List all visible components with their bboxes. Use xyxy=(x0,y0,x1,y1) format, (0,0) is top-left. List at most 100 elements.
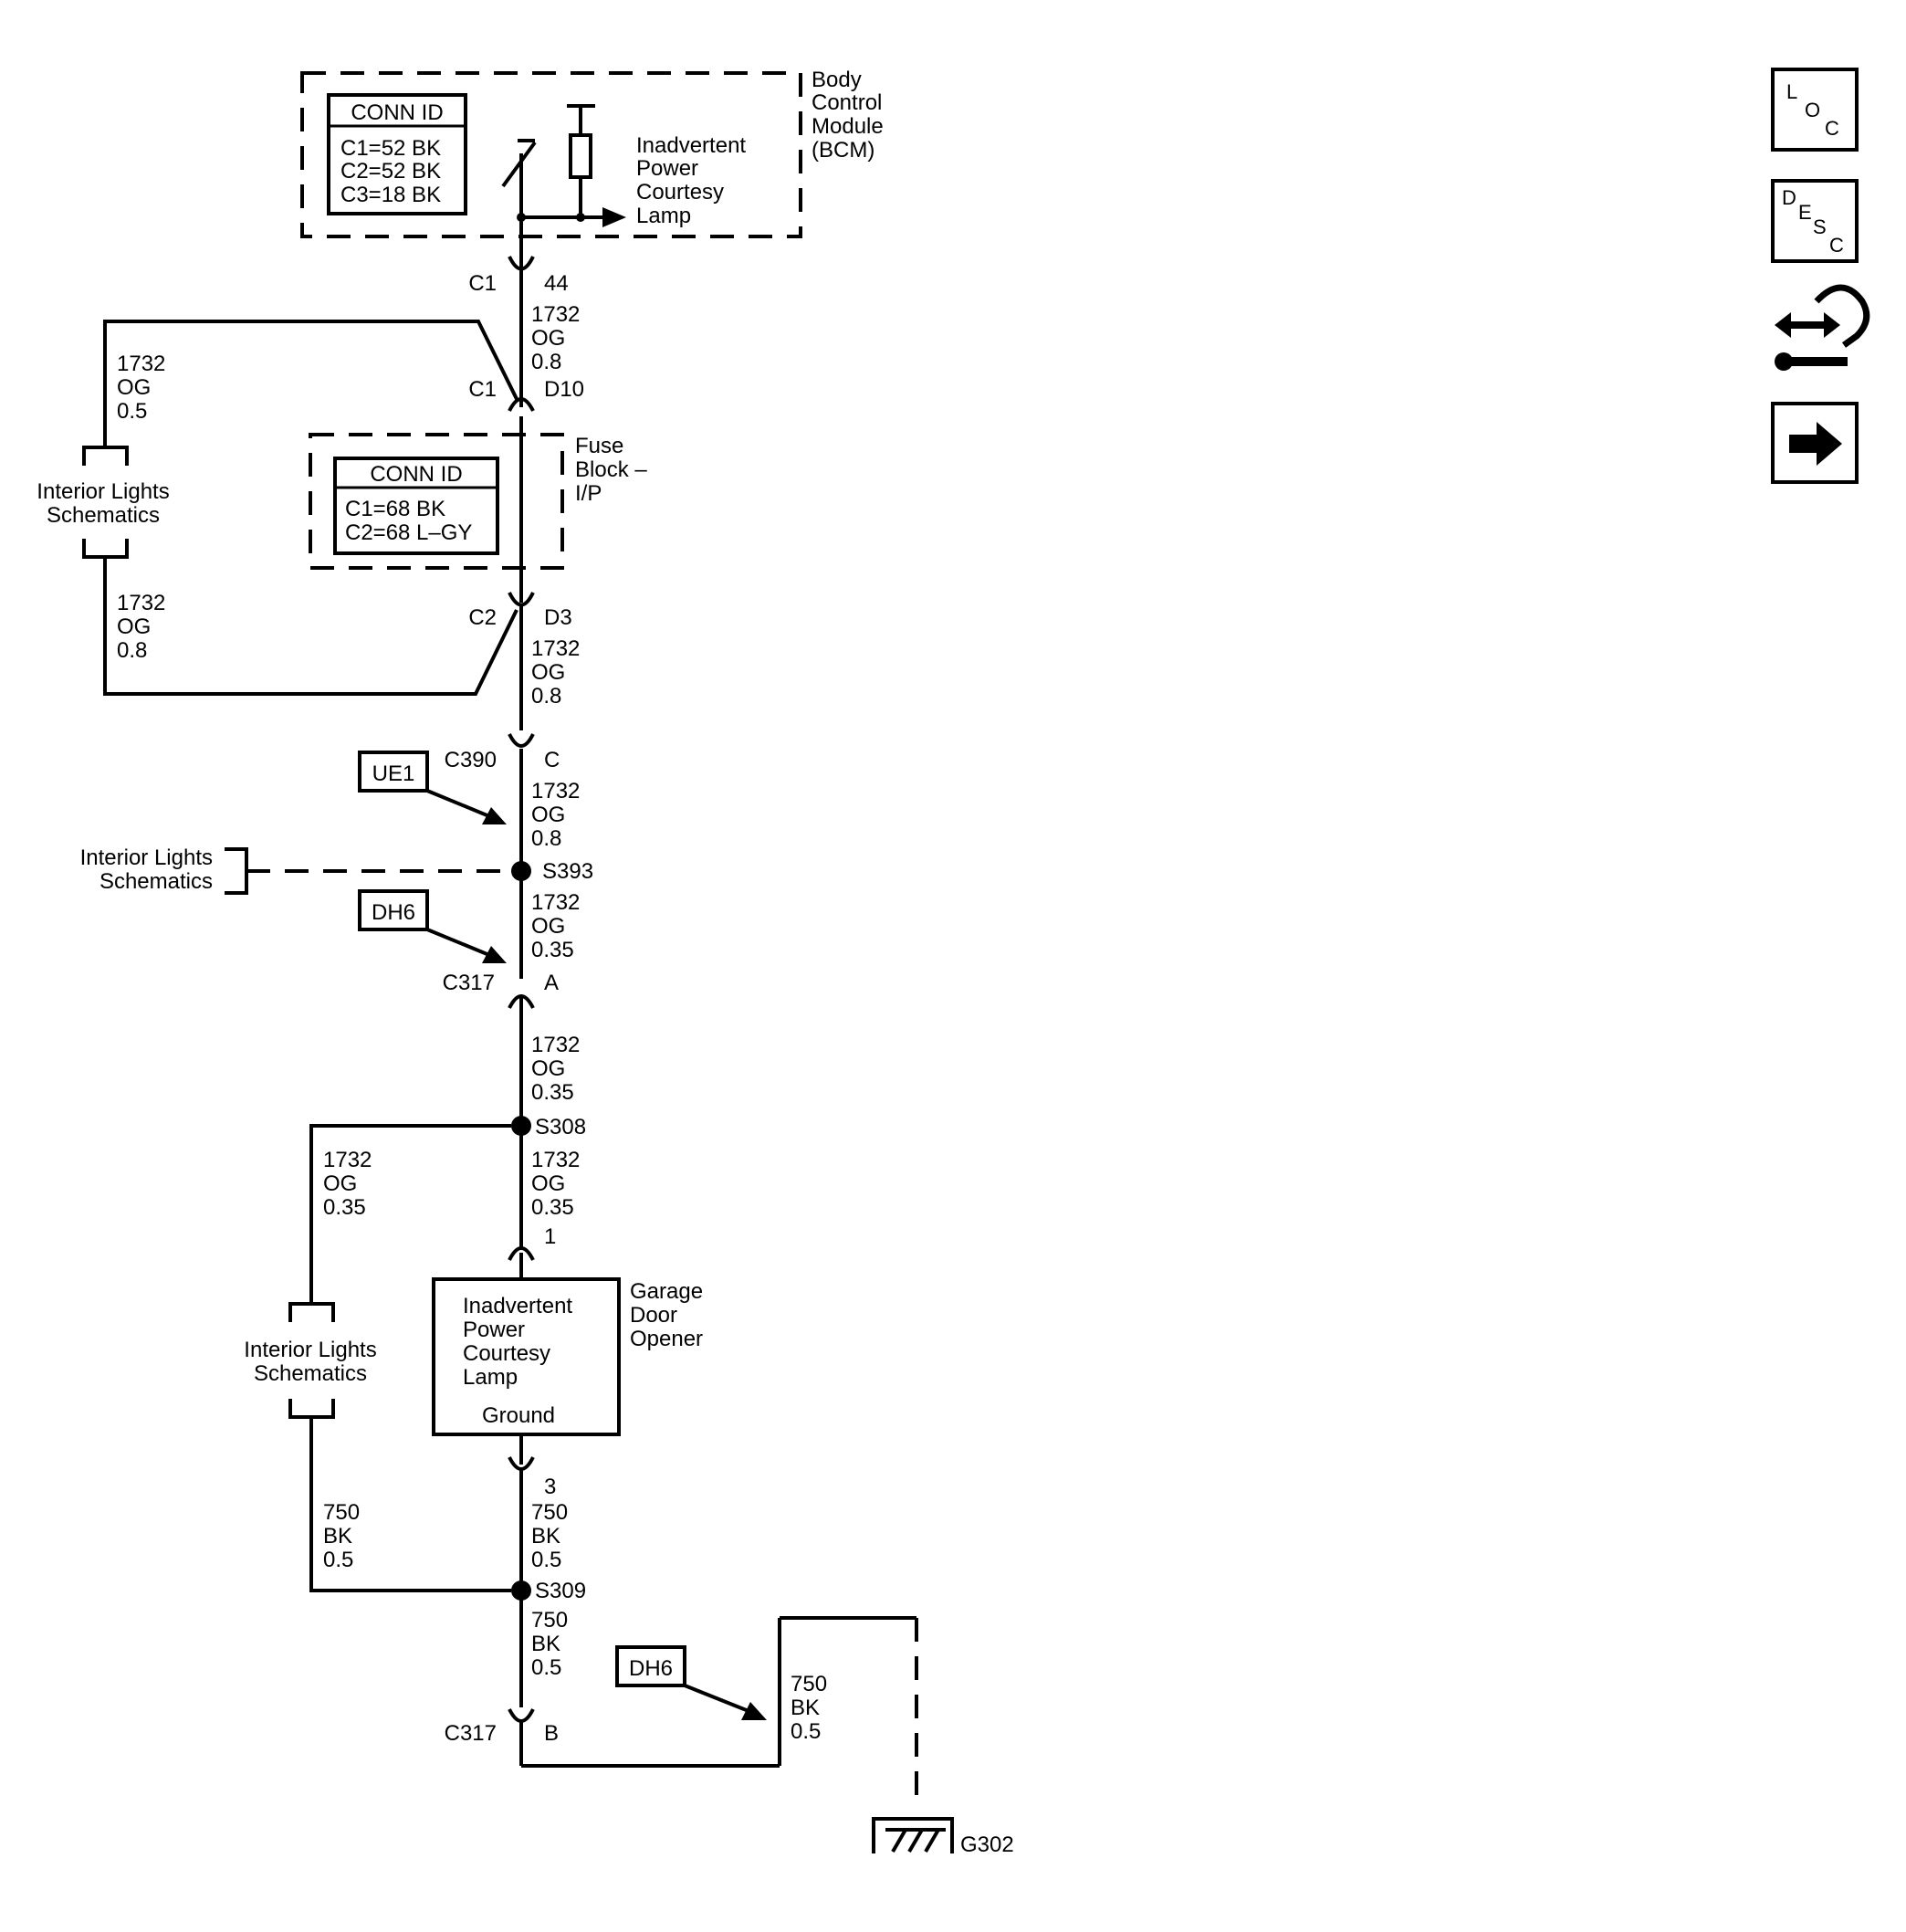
svg-text:0.5: 0.5 xyxy=(117,399,147,424)
bcm-name-3: Module xyxy=(812,114,884,139)
bcm: Body Control Module (BCM) CONN ID C1=52 … xyxy=(300,68,884,248)
wire-label-loop-top: 1732 OG 0.5 xyxy=(117,352,165,424)
svg-text:0.5: 0.5 xyxy=(323,1548,353,1572)
connector-tool-icon[interactable] xyxy=(1775,284,1870,371)
svg-text:Interior Lights: Interior Lights xyxy=(37,479,169,504)
svg-text:Schematics: Schematics xyxy=(99,869,213,894)
loc-icon[interactable]: L O C xyxy=(1771,68,1859,152)
wire-label-loop-bottom: 1732 OG 0.8 xyxy=(117,591,165,663)
bcm-output-arrow xyxy=(602,207,626,227)
svg-text:C: C xyxy=(1825,117,1839,140)
svg-text:OG: OG xyxy=(531,326,565,351)
svg-text:OG: OG xyxy=(531,803,565,827)
bcm-name-4: (BCM) xyxy=(812,138,874,163)
fuse-block-name-1: Fuse xyxy=(575,434,623,458)
connector-label: C1 xyxy=(468,377,497,402)
wire-label-gnd-2: 750 BK 0.5 xyxy=(531,1608,568,1680)
connector-c1-fuse-block xyxy=(508,397,535,412)
svg-text:BK: BK xyxy=(531,1632,560,1656)
connector-c1-bcm xyxy=(508,256,535,271)
svg-text:0.5: 0.5 xyxy=(531,1655,561,1680)
interior-lights-reference-3-line2: Schematics xyxy=(254,1361,367,1386)
svg-text:0.8: 0.8 xyxy=(117,638,147,663)
bcm-circuit-2: Power xyxy=(636,156,698,181)
svg-text:UE1: UE1 xyxy=(372,761,415,786)
wire-label-gnd-3: 750 BK 0.5 xyxy=(791,1672,827,1744)
branch-interior-lights-3: Interior Lights Schematics 1732 OG 0.35 … xyxy=(244,1124,511,1592)
connector-pin-label: 1 xyxy=(544,1224,556,1249)
bcm-circuit-3: Courtesy xyxy=(636,180,724,205)
svg-text:S308: S308 xyxy=(535,1115,586,1139)
svg-text:O: O xyxy=(1805,99,1820,121)
svg-text:0.35: 0.35 xyxy=(531,1195,574,1220)
svg-text:D: D xyxy=(1782,186,1796,209)
bcm-name-2: Control xyxy=(812,90,882,115)
svg-text:1732: 1732 xyxy=(531,1148,580,1172)
svg-text:BK: BK xyxy=(791,1696,820,1720)
connector-c390 xyxy=(508,733,535,748)
fuse-block-conn-id-title: CONN ID xyxy=(370,462,462,487)
connector-c317-a xyxy=(508,994,535,1009)
connector-pin-label: D3 xyxy=(544,605,572,630)
wire-label-branch-bk: 750 BK 0.5 xyxy=(323,1500,360,1572)
svg-text:Power: Power xyxy=(463,1318,525,1342)
gdo-name-3: Opener xyxy=(630,1327,703,1351)
main-circuit-1732 xyxy=(508,248,918,1806)
bcm-conn-id-title: CONN ID xyxy=(351,100,443,125)
gdo-connector-pin3 xyxy=(508,1456,535,1471)
nav-buttons: L O C D E S C xyxy=(1771,68,1870,484)
svg-text:DH6: DH6 xyxy=(629,1656,673,1681)
fuse-block-ip: CONN ID C1=68 BK C2=68 L–GY Fuse Block –… xyxy=(309,416,647,603)
svg-text:S: S xyxy=(1813,215,1827,238)
bcm-conn-id-row: C2=52 BK xyxy=(340,159,441,184)
connector-pin-label: 44 xyxy=(544,271,569,296)
connector-pin-label: D10 xyxy=(544,377,584,402)
garage-door-opener-body xyxy=(432,1277,621,1436)
gdo-name-1: Garage xyxy=(630,1279,703,1304)
svg-text:0.35: 0.35 xyxy=(323,1195,366,1220)
bcm-name-1: Body xyxy=(812,68,862,92)
svg-text:1732: 1732 xyxy=(117,591,165,615)
option-ue1: UE1 xyxy=(358,751,507,824)
bcm-switch-symbol xyxy=(501,139,537,248)
svg-text:OG: OG xyxy=(531,1056,565,1081)
svg-text:S309: S309 xyxy=(535,1579,586,1603)
next-arrow-icon[interactable] xyxy=(1771,402,1859,484)
connector-label: C317 xyxy=(443,971,495,995)
svg-text:BK: BK xyxy=(531,1524,560,1549)
svg-text:1732: 1732 xyxy=(117,352,165,376)
splice-s308: S308 xyxy=(511,1115,586,1139)
ground-label: G302 xyxy=(960,1832,1014,1857)
svg-text:Lamp: Lamp xyxy=(463,1365,518,1390)
bcm-conn-id-row: C1=52 BK xyxy=(340,136,441,161)
interior-lights-reference-2: Interior Lights Schematics xyxy=(80,845,511,895)
svg-text:1732: 1732 xyxy=(531,302,580,327)
svg-text:750: 750 xyxy=(323,1500,360,1525)
desc-icon[interactable]: D E S C xyxy=(1771,179,1859,263)
svg-text:Interior Lights: Interior Lights xyxy=(80,845,213,870)
svg-text:1732: 1732 xyxy=(531,636,580,661)
splice-s309: S309 xyxy=(511,1579,586,1603)
fuse-block-boundary xyxy=(309,433,564,570)
bcm-resistor-symbol xyxy=(517,104,626,227)
gdo-connector-pin1 xyxy=(508,1246,535,1261)
connector-c317-b xyxy=(508,1708,535,1723)
gdo-name-2: Door xyxy=(630,1303,677,1328)
svg-text:0.8: 0.8 xyxy=(531,350,561,374)
connector-pin-label: B xyxy=(544,1721,559,1746)
svg-text:OG: OG xyxy=(323,1171,357,1196)
option-dh6-b: DH6 xyxy=(615,1645,767,1720)
svg-text:DH6: DH6 xyxy=(372,900,415,925)
svg-text:OG: OG xyxy=(117,614,151,639)
bcm-boundary xyxy=(300,71,802,238)
fuse-block-conn-id-row: C2=68 L–GY xyxy=(345,520,472,545)
splice-s393: S393 xyxy=(511,859,593,884)
svg-text:1732: 1732 xyxy=(531,890,580,915)
fuse-block-name-2: Block – xyxy=(575,457,647,482)
svg-text:L: L xyxy=(1786,80,1797,103)
fuse-block-name-3: I/P xyxy=(575,481,602,506)
svg-text:OG: OG xyxy=(531,660,565,685)
svg-text:1732: 1732 xyxy=(531,779,580,803)
wire-label-gnd-1: 750 BK 0.5 xyxy=(531,1500,568,1572)
